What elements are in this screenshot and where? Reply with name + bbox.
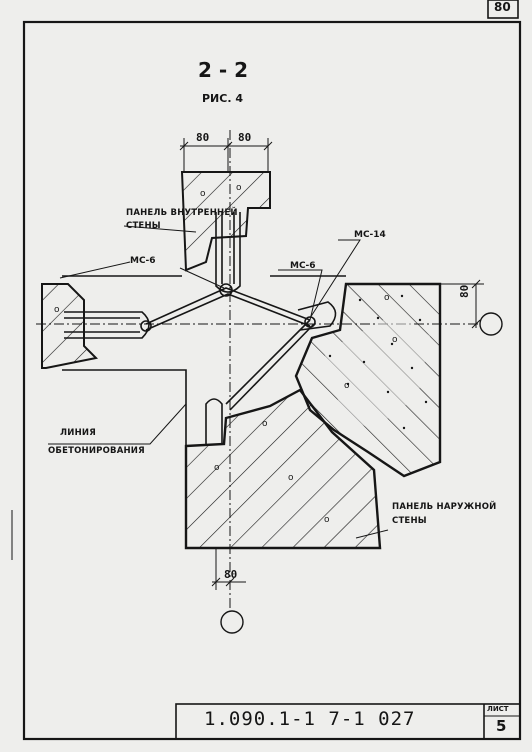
label-concreting-2: ОБЕТОНИРОВАНИЯ	[48, 446, 145, 456]
svg-text:o: o	[54, 305, 60, 315]
inner-panel-upper: o o	[180, 171, 271, 272]
svg-text:o: o	[392, 335, 398, 345]
axis-marker-bottom	[220, 610, 244, 634]
svg-text:o: o	[236, 183, 242, 193]
loop-tie-lower	[205, 398, 223, 444]
mark-ms6-right: МС-6	[290, 261, 316, 271]
sheet-corner-number: 80	[494, 0, 511, 14]
loop-tie-horizontal	[64, 311, 150, 339]
corner-box	[487, 0, 519, 19]
inner-panel-left: o	[41, 283, 99, 369]
leader-lines	[48, 225, 389, 539]
loop-tie-outer	[297, 301, 337, 331]
drawing-code: 1.090.1-1 7-1 027	[204, 708, 416, 730]
mark-ms6-left: МС-6	[130, 256, 156, 266]
title-block	[175, 703, 521, 740]
outer-panel: o o o	[294, 282, 442, 478]
svg-text:o: o	[288, 473, 294, 483]
concreting-contour	[62, 275, 187, 446]
dim-top-right: 80	[238, 131, 252, 144]
svg-text:o: o	[214, 463, 220, 473]
dim-right: 80	[458, 284, 471, 298]
svg-text:o: o	[324, 515, 330, 525]
mark-ms14: МС-14	[354, 230, 386, 240]
connection-bars	[140, 283, 316, 411]
dim-bottom: 80	[224, 568, 238, 581]
insulation-dots	[328, 294, 428, 430]
concrete-block: o o o o	[184, 388, 382, 550]
dim-top-left: 80	[196, 131, 210, 144]
figure-label: РИС. 4	[202, 92, 244, 105]
label-inner-panel-2: СТЕНЫ	[126, 221, 161, 231]
inner-frame	[22, 20, 522, 741]
sheet-number: 5	[496, 717, 507, 735]
loop-tie-vertical	[215, 212, 241, 293]
svg-text:o: o	[200, 189, 206, 199]
svg-text:o: o	[344, 381, 350, 391]
svg-text:o: o	[262, 419, 268, 429]
dimension-lines	[179, 138, 484, 590]
axis-marker-right	[479, 312, 503, 336]
svg-text:o: o	[384, 293, 390, 303]
label-outer-panel-1: ПАНЕЛЬ НАРУЖНОЙ	[392, 502, 497, 512]
label-concreting-1: ЛИНИЯ	[60, 428, 96, 438]
sheet-label: ЛИСТ	[487, 705, 509, 713]
label-inner-panel-1: ПАНЕЛЬ ВНУТРЕННЕЙ	[126, 208, 238, 218]
section-title: 2 - 2	[198, 58, 249, 82]
label-outer-panel-2: СТЕНЫ	[392, 516, 427, 526]
